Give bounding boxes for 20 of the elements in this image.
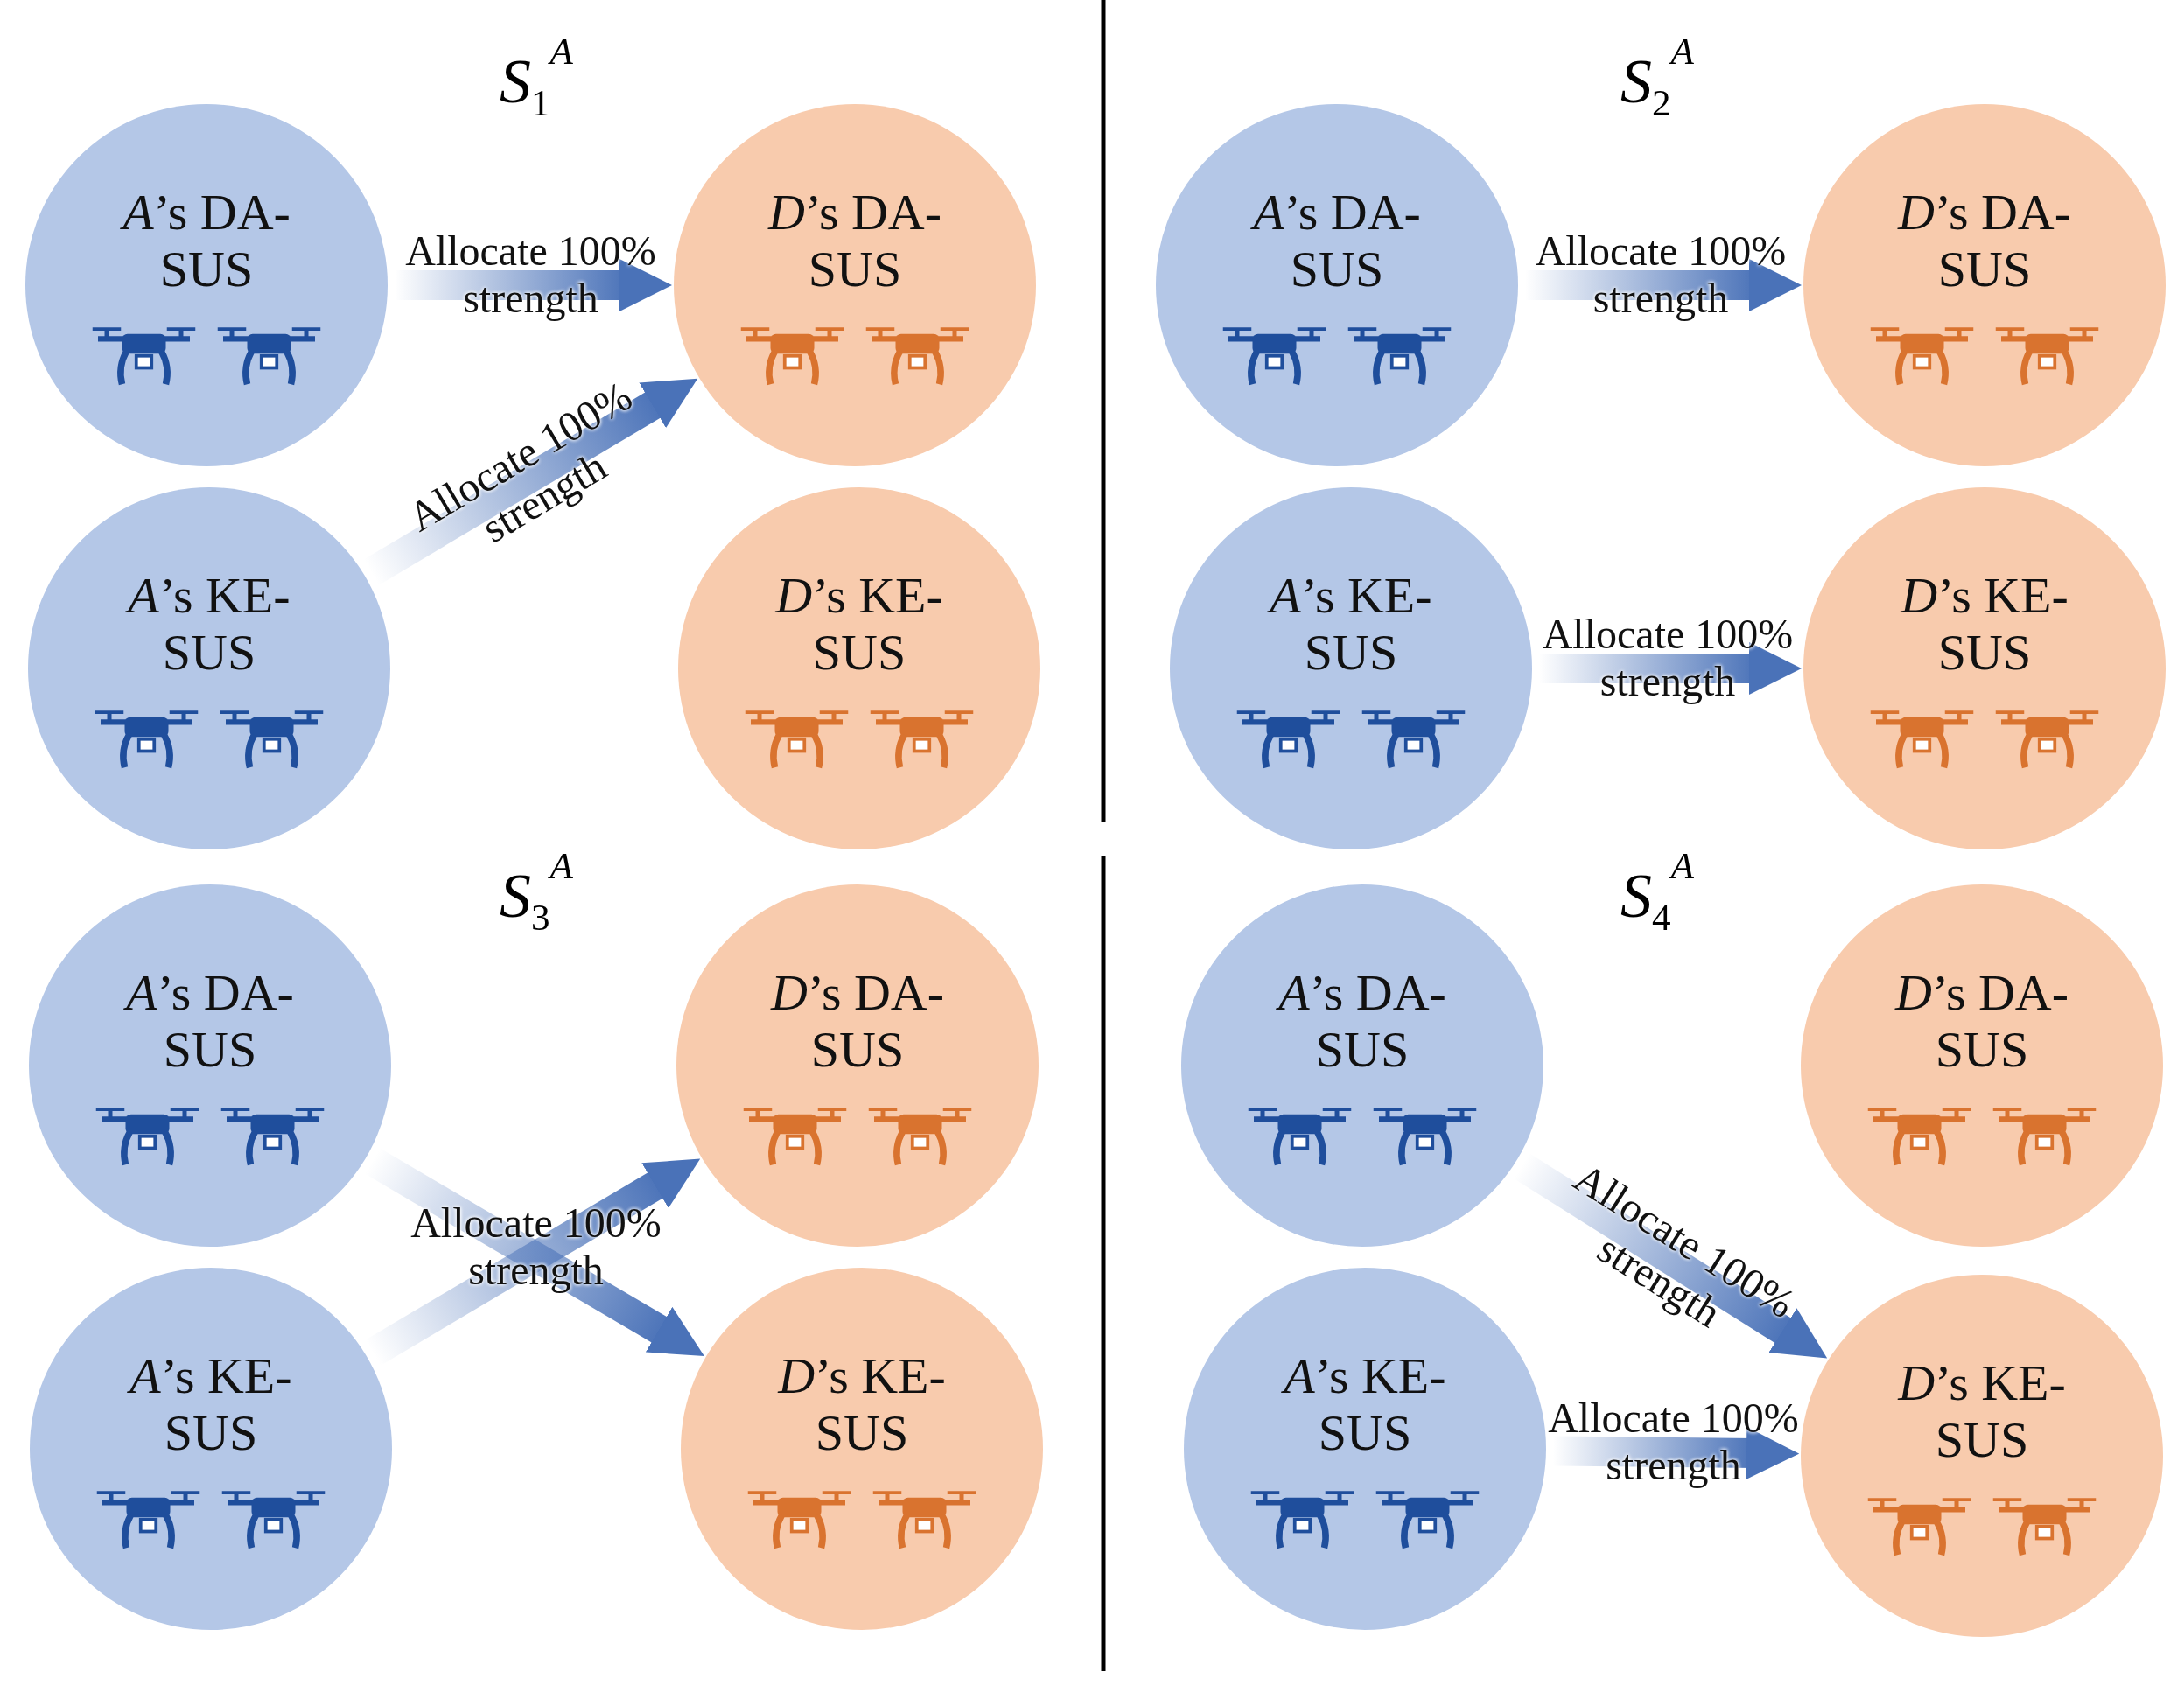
node-label: A’s DA-SUS bbox=[101, 965, 319, 1079]
node-label: D’s DA-SUS bbox=[1894, 965, 2070, 1079]
edge-label: Allocate 100% strength bbox=[1547, 1395, 1800, 1489]
node-label: D’s KE-SUS bbox=[776, 1348, 947, 1462]
node-label: A’s KE-SUS bbox=[100, 568, 318, 682]
node-label: D’s DA-SUS bbox=[766, 185, 943, 298]
node-label: A’s KE-SUS bbox=[1242, 568, 1460, 682]
edge-label: Allocate 100% strength bbox=[1534, 227, 1788, 322]
node-label: A’s DA-SUS bbox=[97, 185, 316, 298]
node-label: D’s KE-SUS bbox=[1899, 568, 2069, 682]
node-label: D’s DA-SUS bbox=[1896, 185, 2073, 298]
node-label: A’s DA-SUS bbox=[1228, 185, 1446, 298]
node-label: D’s KE-SUS bbox=[1896, 1355, 2067, 1469]
edge-label: Allocate 100% strength bbox=[404, 227, 657, 322]
edge-label: Allocate 100% strength bbox=[1541, 611, 1795, 705]
node-label: A’s KE-SUS bbox=[102, 1348, 320, 1462]
node-label: D’s DA-SUS bbox=[769, 965, 946, 1079]
node-label: A’s DA-SUS bbox=[1253, 965, 1472, 1079]
node-label: A’s KE-SUS bbox=[1256, 1348, 1474, 1462]
node-label: D’s KE-SUS bbox=[774, 568, 944, 682]
